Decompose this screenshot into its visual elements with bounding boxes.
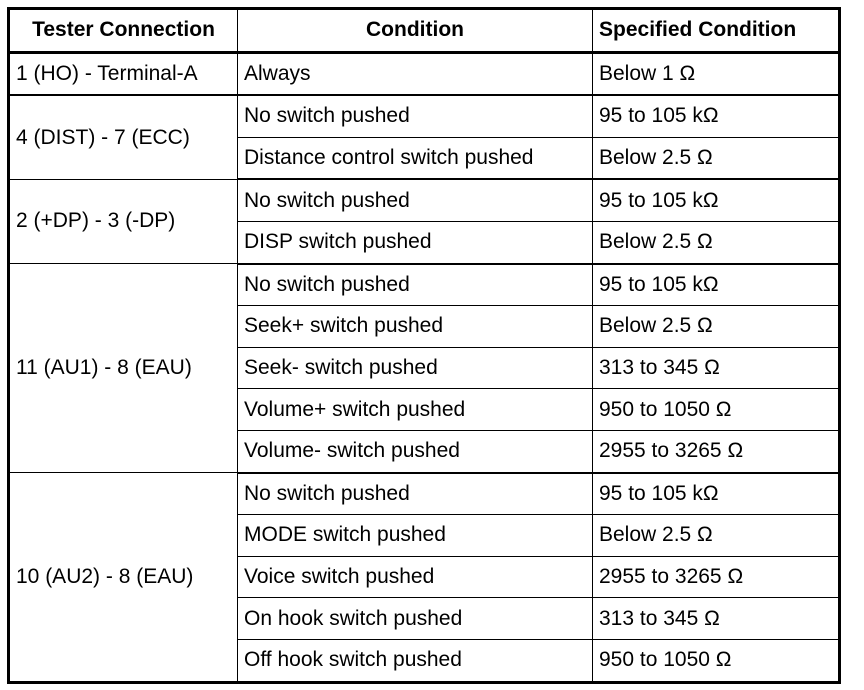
condition-cell: Always bbox=[237, 51, 593, 97]
specified-condition-cell: 950 to 1050 Ω bbox=[592, 638, 840, 683]
condition-cell: No switch pushed bbox=[237, 263, 593, 307]
header-condition: Condition bbox=[237, 8, 593, 54]
condition-cell: No switch pushed bbox=[237, 178, 593, 222]
specified-condition-cell: 95 to 105 kΩ bbox=[592, 472, 840, 516]
header-row: Tester Connection Condition Specified Co… bbox=[8, 8, 840, 54]
condition-cell: Seek+ switch pushed bbox=[237, 305, 593, 348]
condition-cell: No switch pushed bbox=[237, 472, 593, 516]
condition-cell: Volume+ switch pushed bbox=[237, 388, 593, 431]
specified-condition-cell: 2955 to 3265 Ω bbox=[592, 429, 840, 474]
condition-cell: Volume- switch pushed bbox=[237, 429, 593, 474]
condition-cell: No switch pushed bbox=[237, 94, 593, 138]
header-specified-condition: Specified Condition bbox=[592, 8, 840, 54]
tester-connection-cell: 4 (DIST) - 7 (ECC) bbox=[8, 94, 238, 180]
specified-condition-cell: 95 to 105 kΩ bbox=[592, 178, 840, 222]
specified-condition-cell: 313 to 345 Ω bbox=[592, 346, 840, 390]
specified-condition-cell: 950 to 1050 Ω bbox=[592, 388, 840, 431]
specified-condition-cell: 2955 to 3265 Ω bbox=[592, 555, 840, 599]
resistance-spec-table: Tester Connection Condition Specified Co… bbox=[7, 7, 841, 684]
specified-condition-cell: Below 2.5 Ω bbox=[592, 305, 840, 348]
condition-cell: On hook switch pushed bbox=[237, 597, 593, 640]
condition-cell: Voice switch pushed bbox=[237, 555, 593, 599]
specified-condition-cell: Below 2.5 Ω bbox=[592, 514, 840, 557]
header-tester-connection: Tester Connection bbox=[8, 8, 238, 54]
tester-connection-cell: 11 (AU1) - 8 (EAU) bbox=[8, 263, 238, 474]
specified-condition-cell: 95 to 105 kΩ bbox=[592, 263, 840, 307]
specified-condition-cell: Below 2.5 Ω bbox=[592, 220, 840, 265]
condition-cell: Distance control switch pushed bbox=[237, 136, 593, 181]
specified-condition-cell: Below 2.5 Ω bbox=[592, 136, 840, 181]
condition-cell: Seek- switch pushed bbox=[237, 346, 593, 390]
tester-connection-cell: 2 (+DP) - 3 (-DP) bbox=[8, 178, 238, 265]
specified-condition-cell: 95 to 105 kΩ bbox=[592, 94, 840, 138]
condition-cell: Off hook switch pushed bbox=[237, 638, 593, 683]
tester-connection-cell: 10 (AU2) - 8 (EAU) bbox=[8, 472, 238, 683]
tester-connection-cell: 1 (HO) - Terminal-A bbox=[8, 51, 238, 97]
resistance-table-container: Tester Connection Condition Specified Co… bbox=[7, 7, 841, 684]
condition-cell: DISP switch pushed bbox=[237, 220, 593, 265]
condition-cell: MODE switch pushed bbox=[237, 514, 593, 557]
specified-condition-cell: 313 to 345 Ω bbox=[592, 597, 840, 640]
specified-condition-cell: Below 1 Ω bbox=[592, 51, 840, 97]
